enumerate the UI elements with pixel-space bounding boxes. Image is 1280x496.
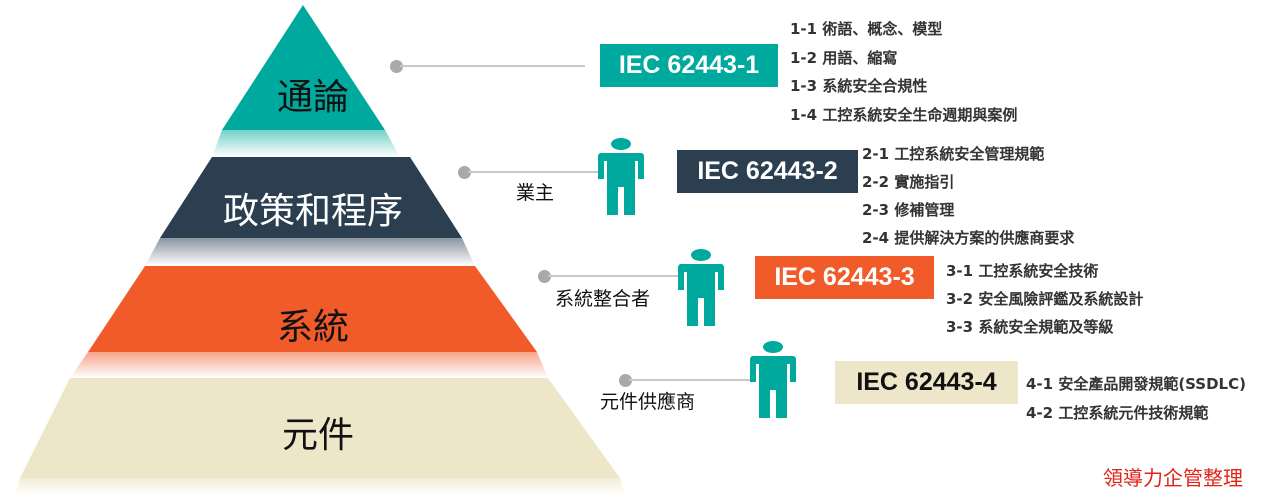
list-item: 2-3 修補管理 bbox=[862, 201, 955, 219]
list-item: 2-1 工控系統安全管理規範 bbox=[862, 145, 1045, 163]
connector-line bbox=[400, 65, 585, 67]
iec-62443-4-box: IEC 62443-4 bbox=[835, 361, 1018, 404]
role-label-system-integrator: 系統整合者 bbox=[555, 288, 651, 310]
connector-dot bbox=[458, 166, 471, 179]
connector-dot bbox=[538, 270, 551, 283]
iec-62443-3-box: IEC 62443-3 bbox=[755, 256, 934, 299]
source-credit: 領導力企管整理 bbox=[1103, 466, 1243, 490]
connector-line bbox=[629, 379, 754, 381]
pyramid-tier-1 bbox=[222, 5, 385, 130]
pyramid-tier-4-fade bbox=[15, 478, 625, 496]
pyramid-tier-1-fade bbox=[212, 130, 400, 157]
list-item: 3-1 工控系統安全技術 bbox=[946, 262, 1099, 280]
list-item: 1-3 系統安全合規性 bbox=[790, 77, 928, 95]
tier-label-policies: 政策和程序 bbox=[222, 191, 404, 232]
list-item: 2-4 提供解決方案的供應商要求 bbox=[862, 229, 1075, 247]
pyramid-tier-4 bbox=[20, 378, 620, 478]
pyramid-tier-3-fade bbox=[70, 352, 548, 378]
tier-label-component: 元件 bbox=[281, 415, 355, 456]
pyramid-tier-2-fade bbox=[145, 238, 475, 266]
list-item: 1-2 用語、縮寫 bbox=[790, 49, 898, 67]
list-item: 1-1 術語、概念、模型 bbox=[790, 20, 943, 38]
pyramid-tier-3 bbox=[88, 266, 537, 352]
list-item: 1-4 工控系統安全生命週期與案例 bbox=[790, 106, 1018, 124]
connector-dot bbox=[390, 60, 403, 73]
pyramid bbox=[15, 5, 625, 496]
list-item: 3-2 安全風險評鑑及系統設計 bbox=[946, 290, 1144, 308]
connector-line bbox=[548, 275, 683, 277]
list-item: 2-2 實施指引 bbox=[862, 173, 955, 191]
list-item: 3-3 系統安全規範及等級 bbox=[946, 318, 1114, 336]
role-label-owner: 業主 bbox=[516, 182, 555, 204]
person-icon bbox=[598, 138, 644, 215]
role-label-component-supplier: 元件供應商 bbox=[600, 391, 696, 413]
person-icon bbox=[678, 249, 724, 326]
list-item: 4-1 安全產品開發規範(SSDLC) bbox=[1026, 375, 1246, 393]
iec-62443-2-box: IEC 62443-2 bbox=[677, 150, 858, 193]
pyramid-tier-2 bbox=[160, 157, 462, 238]
tier-label-general: 通論 bbox=[276, 77, 350, 118]
tier-label-system: 系統 bbox=[276, 307, 350, 348]
list-item: 4-2 工控系統元件技術規範 bbox=[1026, 404, 1209, 422]
connector-dot bbox=[619, 374, 632, 387]
connector-line bbox=[468, 171, 603, 173]
iec-62443-1-box: IEC 62443-1 bbox=[600, 44, 778, 87]
person-icon bbox=[750, 341, 796, 418]
